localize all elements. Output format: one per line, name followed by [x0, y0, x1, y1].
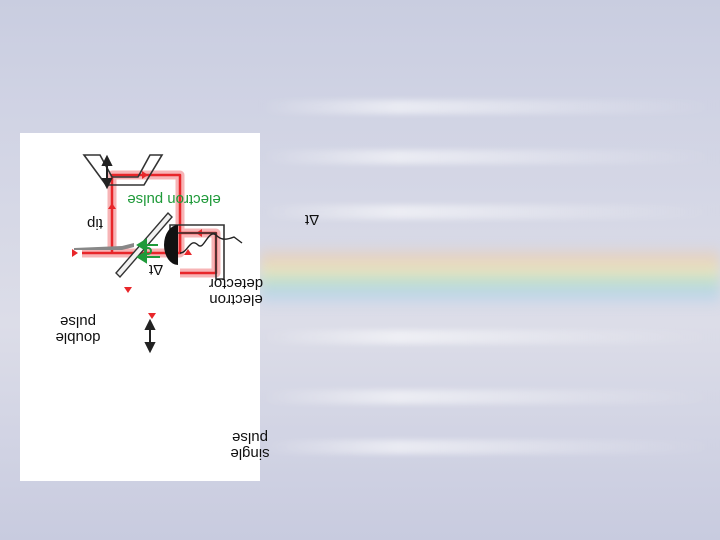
label-electron-detector: electron detector [208, 275, 264, 308]
arrow-icon [101, 178, 113, 190]
delay-stage-mirror [82, 154, 164, 186]
arrow-icon [108, 203, 116, 209]
arrow-icon [136, 238, 147, 252]
emitter-tip [74, 243, 134, 250]
label-double-pulse: double pulse [55, 313, 101, 346]
arrow-icon [144, 342, 156, 354]
label-tip: tip [87, 215, 103, 232]
label-single-pulse: single pulse [230, 429, 270, 462]
label-delta-t-top: Δt [304, 211, 320, 228]
arrow-icon [72, 249, 78, 257]
electron-dot [144, 247, 152, 255]
translation-arrows [101, 154, 156, 354]
label-delta-t-mid: Δt [148, 261, 164, 278]
arrow-icon [101, 154, 113, 166]
electron-pulse-arrows [136, 238, 160, 264]
label-electron-pulse: electron pulse [127, 191, 221, 208]
arrow-icon [144, 318, 156, 330]
arrow-icon [142, 171, 148, 179]
arrow-icon [136, 250, 147, 264]
arrow-icon [184, 249, 192, 255]
diagram-panel: single pulse double pulse electron detec… [20, 133, 319, 481]
detector-signal [179, 233, 243, 254]
arrow-icon [148, 313, 156, 319]
setup-schematic [72, 154, 243, 354]
arrow-icon [124, 287, 132, 293]
parabolic-mirror [164, 225, 178, 265]
